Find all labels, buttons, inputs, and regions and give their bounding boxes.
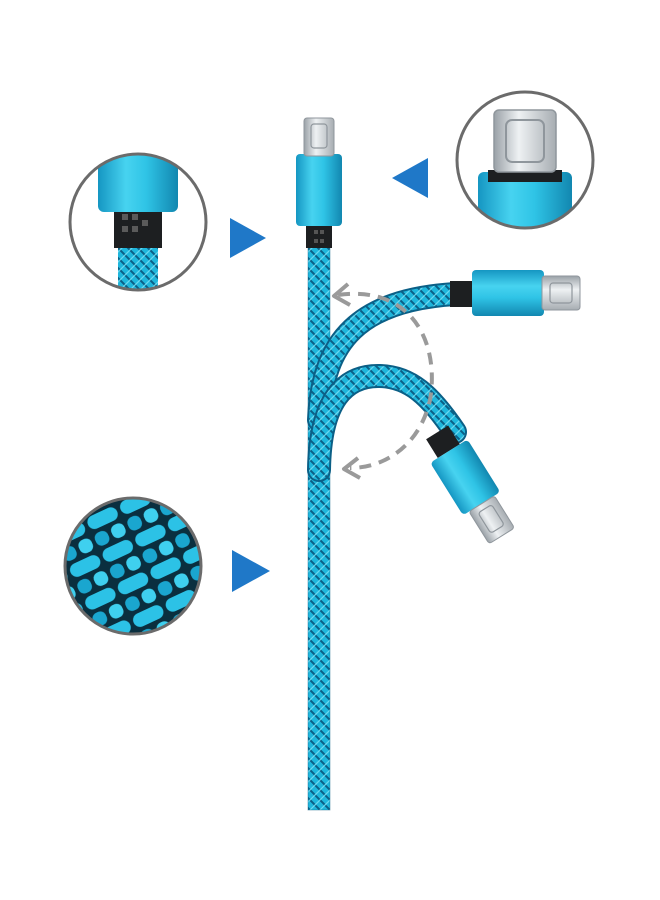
metal-plug [541,275,581,311]
top-usb-c-connector [296,117,342,248]
bent-cable-upper [307,270,581,432]
triangle-pointer-icon [232,550,270,592]
main-cable [307,244,331,811]
blue-connector-housing [472,270,544,316]
metal-plug [469,496,514,544]
braided-cable-body [308,245,330,810]
collar-detail-circle [68,152,208,292]
curved-dashed-arrow-icon [332,282,434,480]
triangle-pointer-icon [230,218,266,258]
circle-border [455,90,595,230]
blue-connector-housing [296,154,342,226]
blue-connector-housing [431,440,499,514]
weave-detail-circle [63,496,203,636]
circle-border [68,152,208,292]
black-collar [426,425,460,458]
triangle-pointer-icon [392,158,428,198]
circle-border [63,496,203,636]
black-collar [450,281,474,307]
black-collar [306,226,332,248]
plug-detail-circle [455,90,595,230]
bent-cable-lower [307,364,514,544]
